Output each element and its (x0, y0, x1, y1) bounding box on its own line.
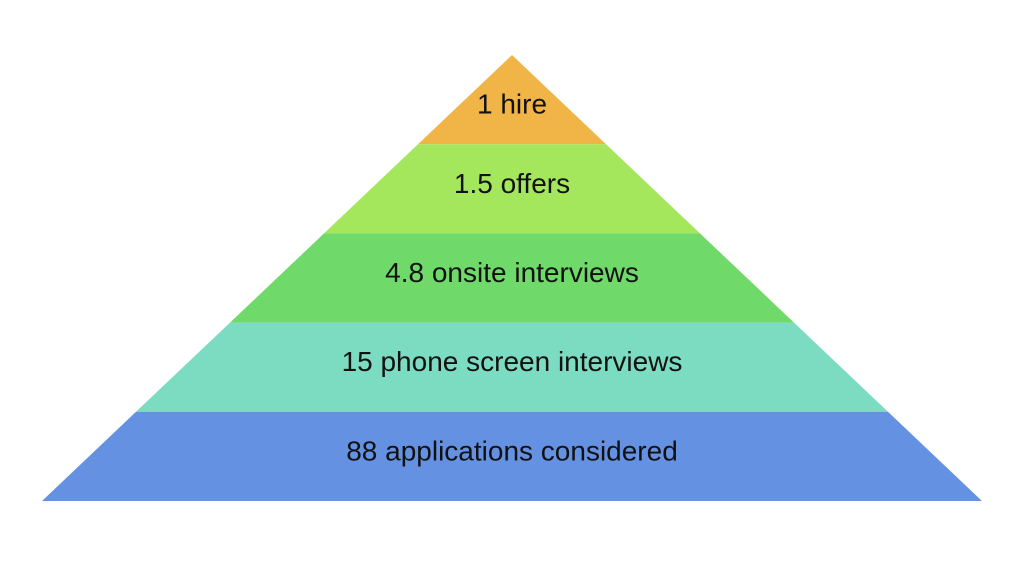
pyramid-segment-label-3: 15 phone screen interviews (342, 346, 683, 377)
pyramid-segment-label-1: 1.5 offers (454, 168, 570, 199)
pyramid-segment-3 (136, 322, 888, 412)
pyramid-segment-label-0: 1 hire (477, 89, 547, 120)
pyramid-segment-1 (324, 144, 700, 234)
pyramid-segment-0 (418, 55, 606, 145)
pyramid-segment-label-4: 88 applications considered (346, 435, 678, 466)
pyramid-segment-label-2: 4.8 onsite interviews (385, 257, 639, 288)
pyramid-segment-2 (230, 233, 794, 323)
pyramid-segment-4 (42, 411, 982, 501)
